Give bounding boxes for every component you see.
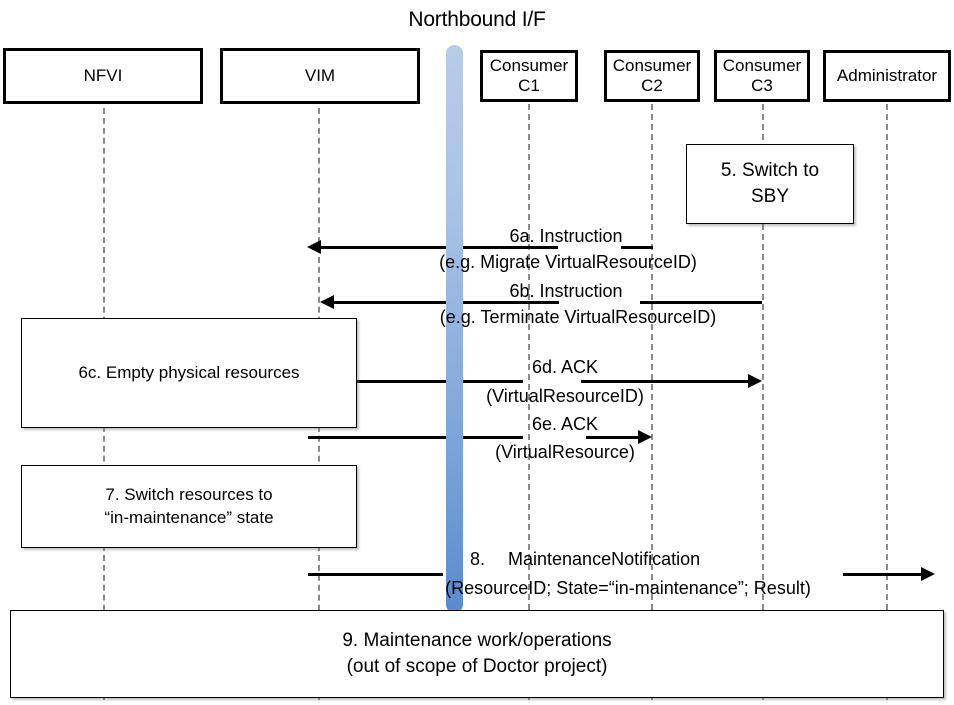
message-6d-line-right [581, 380, 748, 383]
page-title: Northbound I/F [408, 8, 546, 31]
message-6b-arrowhead [320, 295, 334, 309]
message-8-line-right [843, 573, 921, 576]
note-switch-to-sby-line1: 5. Switch to [720, 160, 820, 182]
note-maintenance-work-line1: 9. Maintenance work/operations [342, 630, 612, 652]
northbound-interface-bar [446, 45, 463, 613]
note-switch-to-sby[interactable]: 5. Switch to SBY [686, 144, 854, 224]
participant-consumer-c1-id: C1 [518, 76, 540, 95]
participant-consumer-c3[interactable]: Consumer C3 [714, 50, 810, 102]
message-6b-label-line1: 6b. Instruction [509, 281, 623, 301]
message-6b-line-right [640, 301, 762, 304]
participant-nfvi-label: NFVI [83, 66, 123, 86]
note-switch-resources-maintenance[interactable]: 7. Switch resources to “in-maintenance” … [21, 465, 357, 548]
lifeline-consumer-c1 [528, 104, 530, 700]
message-6b-label-line2: (e.g. Terminate VirtualResourceID) [439, 307, 717, 327]
note-switch-resources-line1: 7. Switch resources to [105, 484, 273, 504]
participant-consumer-c3-label: Consumer [722, 56, 802, 76]
message-6e-label-line2: (VirtualResource) [495, 442, 635, 462]
message-8-label-line1: 8. MaintenanceNotification [470, 549, 701, 569]
message-6a-line-right [621, 246, 653, 249]
message-6e-line-left [308, 436, 523, 439]
note-switch-resources-line2: “in-maintenance” state [104, 507, 274, 527]
participant-vim[interactable]: VIM [220, 48, 420, 104]
message-6d-label-line2: (VirtualResourceID) [486, 386, 644, 406]
message-6a-label-line2: (e.g. Migrate VirtualResourceID) [439, 252, 697, 272]
participant-consumer-c3-id: C3 [751, 76, 773, 95]
lifeline-consumer-c3 [762, 104, 764, 700]
participant-consumer-c2-label: Consumer [612, 56, 692, 76]
participant-administrator-label: Administrator [836, 66, 938, 86]
participant-consumer-c1[interactable]: Consumer C1 [480, 50, 578, 102]
participant-vim-label: VIM [304, 66, 336, 86]
participant-consumer-c2[interactable]: Consumer C2 [604, 50, 700, 102]
message-6d-arrowhead [748, 374, 762, 388]
message-6a-line-left [320, 246, 558, 249]
message-6d-label-line1: 6d. ACK [531, 357, 599, 377]
lifeline-consumer-c2 [651, 104, 653, 700]
note-maintenance-work[interactable]: 9. Maintenance work/operations (out of s… [10, 610, 944, 698]
message-8-arrowhead [921, 567, 935, 581]
message-6e-arrowhead [638, 430, 652, 444]
message-6e-label-line1: 6e. ACK [531, 414, 599, 434]
note-switch-to-sby-line2: SBY [750, 186, 790, 207]
message-6e-line-right [586, 436, 638, 439]
participant-consumer-c1-label: Consumer [489, 56, 569, 76]
note-empty-physical-resources-line1: 6c. Empty physical resources [78, 362, 300, 382]
message-6d-line-left [357, 380, 523, 383]
participant-consumer-c2-id: C2 [641, 76, 663, 95]
message-8-line-left [308, 573, 443, 576]
message-6a-arrowhead [307, 240, 321, 254]
lifeline-administrator [886, 104, 888, 700]
note-empty-physical-resources[interactable]: 6c. Empty physical resources [21, 318, 357, 428]
participant-administrator[interactable]: Administrator [823, 50, 951, 102]
note-maintenance-work-line2: (out of scope of Doctor project) [346, 656, 608, 677]
message-6a-label-line1: 6a. Instruction [509, 226, 623, 246]
message-8-label-line2: (ResourceID; State=“in-maintenance”; Res… [445, 578, 811, 598]
participant-nfvi[interactable]: NFVI [3, 48, 203, 104]
